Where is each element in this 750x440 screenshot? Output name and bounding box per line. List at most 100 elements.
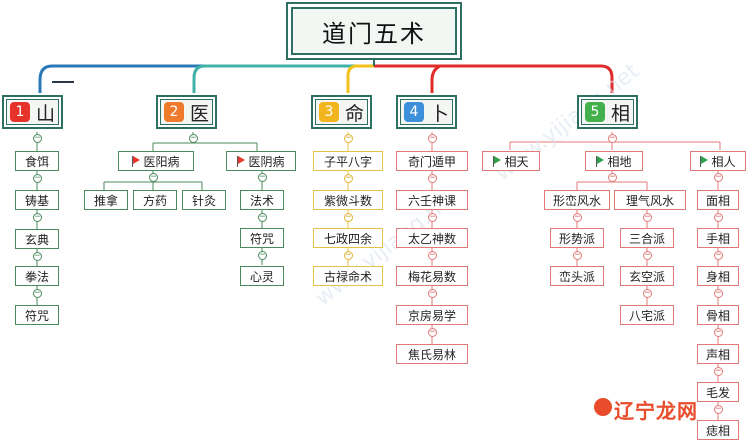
green-flag-icon [596,156,605,167]
node-ming-item[interactable]: 紫微斗数 [313,190,383,210]
category-label: 相 [611,102,631,125]
node-bu-item[interactable]: 太乙神数 [396,228,468,248]
node-shan-item[interactable]: 符咒 [15,305,59,325]
collapse-toggle-icon[interactable]: − [714,404,723,414]
collapse-toggle-icon[interactable]: − [149,172,158,182]
root-label: 道门五术 [322,19,426,48]
node-shan-item[interactable]: 食饵 [15,151,59,171]
collapse-toggle-icon[interactable]: − [344,250,353,260]
green-flag-icon [700,156,709,167]
collapse-toggle-icon[interactable]: − [608,133,617,143]
red-flag-icon [237,156,246,167]
node-xiang-ren[interactable]: 相人 [690,151,746,171]
node-shan-item[interactable]: 拳法 [15,266,59,286]
collapse-toggle-icon[interactable]: − [33,251,42,261]
collapse-toggle-icon[interactable]: − [428,212,437,222]
node-yi-item[interactable]: 针灸 [182,190,226,210]
node-bu-item[interactable]: 京房易学 [396,305,468,325]
node-yi-item[interactable]: 法术 [240,190,284,210]
node-yi-item[interactable]: 符咒 [240,228,284,248]
watermark-logo: 辽宁龙网 [614,399,698,423]
collapse-toggle-icon[interactable]: − [258,212,267,222]
collapse-toggle-icon[interactable]: − [714,366,723,376]
node-xiang-ren-item[interactable]: 面相 [697,190,739,210]
node-bu-item[interactable]: 焦氏易林 [396,344,468,364]
node-xiang-ren-item[interactable]: 骨相 [697,305,739,325]
node-xiang-item[interactable]: 形势派 [550,228,604,248]
collapse-toggle-icon[interactable]: − [714,250,723,260]
node-xiang-ren-item[interactable]: 声相 [697,344,739,364]
node-xiang-ren-item[interactable]: 身相 [697,266,739,286]
number-badge: 2 [164,102,184,122]
node-bu-item[interactable]: 梅花易数 [396,266,468,286]
collapse-toggle-icon[interactable]: − [428,133,437,143]
node-xiang-ren-item[interactable]: 手相 [697,228,739,248]
node-xiang-tian[interactable]: 相天 [482,151,540,171]
node-xiang-item[interactable]: 三合派 [620,228,674,248]
category-label: 医 [190,102,210,125]
collapse-toggle-icon[interactable]: − [643,288,652,298]
collapse-toggle-icon[interactable]: − [573,212,582,222]
node-ming-item[interactable]: 子平八字 [313,151,383,171]
category-label: 命 [345,102,365,125]
node-xiang-item[interactable]: 八宅派 [620,305,674,325]
collapse-toggle-icon[interactable]: − [428,288,437,298]
collapse-toggle-icon[interactable]: − [33,212,42,222]
node-yi-yinbing[interactable]: 医阴病 [226,151,296,171]
node-xiang-liqi[interactable]: 理气风水 [614,190,686,210]
collapse-toggle-icon[interactable]: − [428,250,437,260]
number-badge: 5 [585,102,605,122]
collapse-toggle-icon[interactable]: − [428,173,437,183]
collapse-toggle-icon[interactable]: − [714,327,723,337]
node-shan-item[interactable]: 铸基 [15,190,59,210]
logo-mark-icon [594,398,612,416]
node-shan-item[interactable]: 玄典 [15,229,59,249]
collapse-toggle-icon[interactable]: − [714,172,723,182]
green-flag-icon [493,156,502,167]
number-badge: 1 [10,102,30,122]
collapse-toggle-icon[interactable]: − [344,212,353,222]
root-node[interactable]: 道门五术 [286,2,462,60]
node-xiang-item[interactable]: 峦头派 [550,266,604,286]
node-xiang-ren-item[interactable]: 毛发 [697,382,739,402]
category-label: 山 [36,102,56,125]
category-ming[interactable]: 3 命 [311,95,373,129]
category-xiang[interactable]: 5 相 [577,95,639,129]
collapse-toggle-icon[interactable]: − [573,250,582,260]
node-xiang-ren-item[interactable]: 痣相 [697,420,739,440]
number-badge: 3 [319,102,339,122]
collapse-toggle-icon[interactable]: − [344,173,353,183]
collapse-toggle-icon[interactable]: − [643,250,652,260]
collapse-toggle-icon[interactable]: − [33,173,42,183]
collapse-toggle-icon[interactable]: − [33,288,42,298]
node-xiang-xingluan[interactable]: 形峦风水 [544,190,610,210]
node-xiang-item[interactable]: 玄空派 [620,266,674,286]
collapse-toggle-icon[interactable]: − [33,133,42,143]
collapse-toggle-icon[interactable]: − [344,133,353,143]
node-xiang-di[interactable]: 相地 [585,151,643,171]
number-badge: 4 [404,102,424,122]
node-yi-item[interactable]: 心灵 [240,266,284,286]
node-ming-item[interactable]: 古禄命术 [313,266,383,286]
collapse-toggle-icon[interactable]: − [643,212,652,222]
collapse-toggle-icon[interactable]: − [258,250,267,260]
category-shan[interactable]: 1 山 [2,95,64,129]
collapse-toggle-icon[interactable]: − [258,172,267,182]
node-yi-item[interactable]: 方药 [133,190,177,210]
category-bu[interactable]: 4 卜 [396,95,458,129]
red-flag-icon [132,156,141,167]
category-label: 卜 [430,102,450,125]
node-bu-item[interactable]: 奇门遁甲 [396,151,468,171]
collapse-toggle-icon[interactable]: − [714,288,723,298]
node-bu-item[interactable]: 六壬神课 [396,190,468,210]
node-ming-item[interactable]: 七政四余 [313,228,383,248]
collapse-toggle-icon[interactable]: − [714,212,723,222]
node-yi-yangbing[interactable]: 医阳病 [118,151,194,171]
collapse-toggle-icon[interactable]: − [428,327,437,337]
category-yi[interactable]: 2 医 [156,95,218,129]
collapse-toggle-icon[interactable]: − [189,133,198,143]
collapse-toggle-icon[interactable]: − [608,172,617,182]
node-yi-item[interactable]: 推拿 [84,190,128,210]
